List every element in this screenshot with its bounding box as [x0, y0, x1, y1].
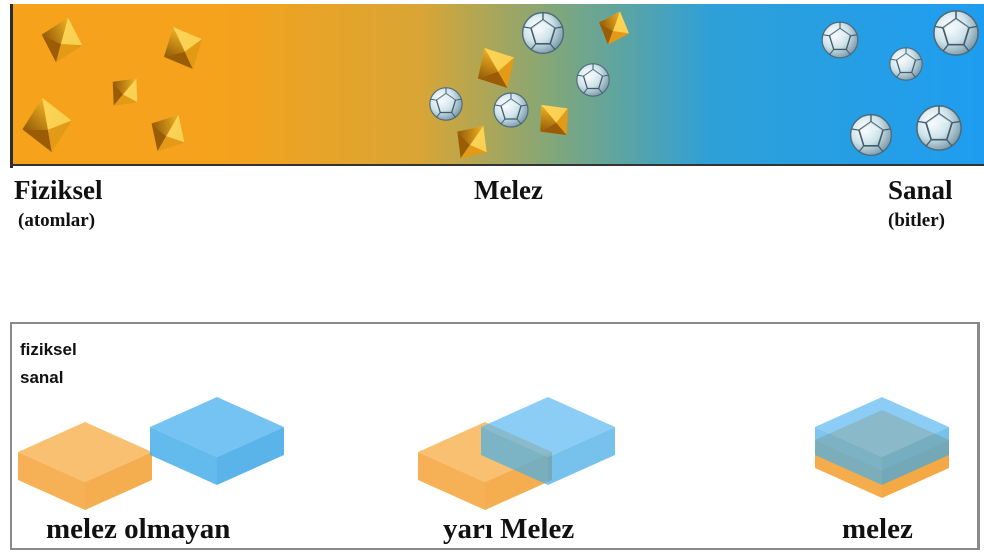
physical-block	[18, 422, 152, 510]
spectrum-baseline	[10, 164, 984, 166]
caption-hybrid: melez	[842, 513, 913, 545]
virtual-block	[150, 397, 284, 485]
caption-non-hybrid: melez olmayan	[46, 513, 231, 545]
caption-semi-hybrid: yarı Melez	[443, 513, 575, 545]
virtual-sublabel: (bitler)	[888, 210, 945, 231]
physical-sublabel: (atomlar)	[18, 210, 96, 231]
physical-label: Fiziksel	[14, 175, 103, 205]
hybrid-label: Melez	[474, 175, 543, 205]
spectrum-left-axis	[10, 4, 13, 168]
legend-physical: fiziksel	[20, 340, 77, 359]
legend-virtual: sanal	[20, 368, 64, 387]
virtual-label: Sanal	[888, 175, 953, 205]
